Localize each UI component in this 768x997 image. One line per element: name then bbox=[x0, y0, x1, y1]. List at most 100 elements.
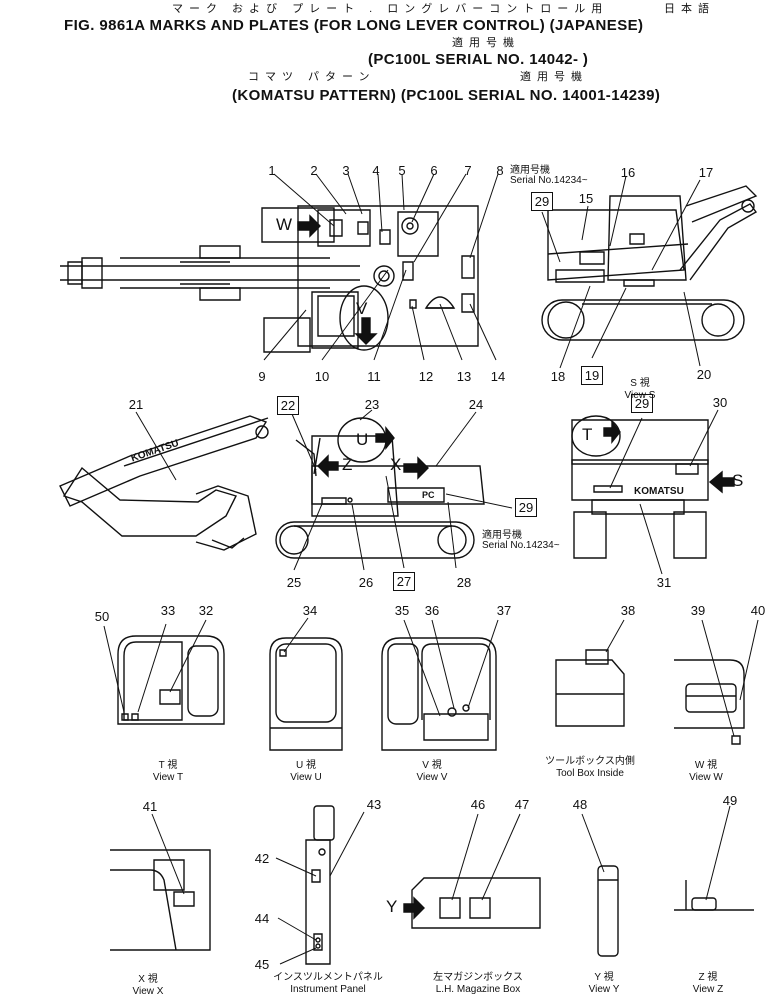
callout-14: 14 bbox=[486, 370, 510, 383]
callout-7: 7 bbox=[456, 164, 480, 177]
callout-45: 45 bbox=[250, 958, 274, 971]
callout-8: 8 bbox=[488, 164, 512, 177]
view-letter-y: Y bbox=[386, 898, 397, 915]
caption-tool-box-jp: ツールボックス内側 bbox=[530, 756, 650, 768]
callout-1: 1 bbox=[260, 164, 284, 177]
boxed-callout-22: 22 bbox=[277, 396, 299, 415]
caption-view-v-en: View V bbox=[372, 772, 492, 784]
caption-view-w-en: View W bbox=[646, 772, 766, 784]
callout-23: 23 bbox=[360, 398, 384, 411]
caption-view-u-jp: U 視 bbox=[246, 760, 366, 772]
view-w-leaders bbox=[702, 620, 758, 736]
callout-42: 42 bbox=[250, 852, 274, 865]
view-z-drawing bbox=[674, 880, 754, 910]
callout-15: 15 bbox=[574, 192, 598, 205]
callout-16: 16 bbox=[616, 166, 640, 179]
callout-6: 6 bbox=[422, 164, 446, 177]
caption-view-s-jp: S 視 bbox=[580, 378, 700, 390]
caption-view-z: Z 視 View Z bbox=[648, 972, 768, 995]
caption-view-y-jp: Y 視 bbox=[544, 972, 664, 984]
caption-instrument-panel: インスツルメントパネル Instrument Panel bbox=[258, 972, 398, 995]
magazine-box-leaders bbox=[452, 814, 520, 900]
caption-magazine-box: 左マガジンボックス L.H. Magazine Box bbox=[418, 972, 538, 995]
callout-13: 13 bbox=[452, 370, 476, 383]
callout-34: 34 bbox=[298, 604, 322, 617]
caption-magazine-box-en: L.H. Magazine Box bbox=[418, 984, 538, 996]
caption-view-z-en: View Z bbox=[648, 984, 768, 996]
callout-26: 26 bbox=[354, 576, 378, 589]
caption-tool-box-en: Tool Box Inside bbox=[530, 768, 650, 780]
caption-tool-box: ツールボックス内側 Tool Box Inside bbox=[530, 756, 650, 779]
view-y-drawing bbox=[598, 866, 618, 956]
machine-side-view-left bbox=[60, 416, 484, 558]
caption-view-w-jp: W 視 bbox=[646, 760, 766, 772]
view-letter-v: V bbox=[356, 300, 367, 317]
callout-5: 5 bbox=[390, 164, 414, 177]
instrument-panel-drawing bbox=[306, 806, 334, 964]
view-t-leaders bbox=[104, 620, 206, 712]
caption-view-x-jp: X 視 bbox=[88, 974, 208, 986]
caption-view-t-en: View T bbox=[108, 772, 228, 784]
callout-31: 31 bbox=[652, 576, 676, 589]
machine-side-view-right bbox=[542, 186, 756, 340]
boxed-callout-27: 27 bbox=[393, 572, 415, 591]
caption-view-t-jp: T 視 bbox=[108, 760, 228, 772]
callout-28: 28 bbox=[452, 576, 476, 589]
view-u-leaders bbox=[284, 618, 308, 652]
callout-30: 30 bbox=[708, 396, 732, 409]
callout-35: 35 bbox=[390, 604, 414, 617]
view-z-leaders bbox=[706, 806, 730, 900]
caption-view-v: V 視 View V bbox=[372, 760, 492, 783]
caption-magazine-box-jp: 左マガジンボックス bbox=[418, 972, 538, 984]
view-v-drawing bbox=[382, 638, 496, 750]
view-letter-t: T bbox=[582, 426, 592, 443]
pc-plate: PC bbox=[422, 491, 435, 500]
callout-32: 32 bbox=[194, 604, 218, 617]
callout-43: 43 bbox=[362, 798, 386, 811]
callout-50: 50 bbox=[90, 610, 114, 623]
callout-25: 25 bbox=[282, 576, 306, 589]
callout-11: 11 bbox=[362, 370, 386, 383]
callout-4: 4 bbox=[364, 164, 388, 177]
machine-top-view bbox=[60, 206, 478, 352]
boxed-callout-29-top: 29 bbox=[531, 192, 553, 211]
callout-10: 10 bbox=[310, 370, 334, 383]
caption-view-y: Y 視 View Y bbox=[544, 972, 664, 995]
caption-view-s-en: View S bbox=[580, 390, 700, 402]
view-x-leaders bbox=[152, 814, 184, 894]
view-letter-z: Z bbox=[342, 456, 352, 473]
side-view-left-leaders bbox=[136, 410, 512, 570]
callout-41: 41 bbox=[138, 800, 162, 813]
callout-24: 24 bbox=[464, 398, 488, 411]
callout-33: 33 bbox=[156, 604, 180, 617]
callout-49: 49 bbox=[718, 794, 742, 807]
callout-44: 44 bbox=[250, 912, 274, 925]
callout-12: 12 bbox=[414, 370, 438, 383]
boxed-callout-29-side: 29 bbox=[515, 498, 537, 517]
callout-37: 37 bbox=[492, 604, 516, 617]
view-letter-w: W bbox=[276, 216, 292, 233]
magazine-box-drawing bbox=[404, 878, 540, 928]
callout-48: 48 bbox=[568, 798, 592, 811]
tool-box-leaders bbox=[606, 620, 624, 652]
serial-note-mid: Serial No.14234~ bbox=[482, 540, 560, 551]
callout-47: 47 bbox=[510, 798, 534, 811]
serial-note-top: Serial No.14234~ bbox=[510, 175, 588, 186]
caption-view-s: S 視 View S bbox=[580, 378, 700, 401]
caption-view-x: X 視 View X bbox=[88, 974, 208, 997]
view-letter-u: U bbox=[356, 431, 368, 448]
caption-view-w: W 視 View W bbox=[646, 760, 766, 783]
callout-21: 21 bbox=[124, 398, 148, 411]
tool-box-drawing bbox=[556, 650, 624, 726]
side-view-right-leaders bbox=[542, 176, 700, 368]
caption-instrument-panel-jp: インスツルメントパネル bbox=[258, 972, 398, 984]
rear-komatsu-logo: KOMATSU bbox=[634, 487, 684, 497]
caption-instrument-panel-en: Instrument Panel bbox=[258, 984, 398, 996]
callout-9: 9 bbox=[250, 370, 274, 383]
caption-view-y-en: View Y bbox=[544, 984, 664, 996]
caption-view-u-en: View U bbox=[246, 772, 366, 784]
callout-39: 39 bbox=[686, 604, 710, 617]
view-letter-x: X bbox=[390, 456, 401, 473]
caption-view-z-jp: Z 視 bbox=[648, 972, 768, 984]
